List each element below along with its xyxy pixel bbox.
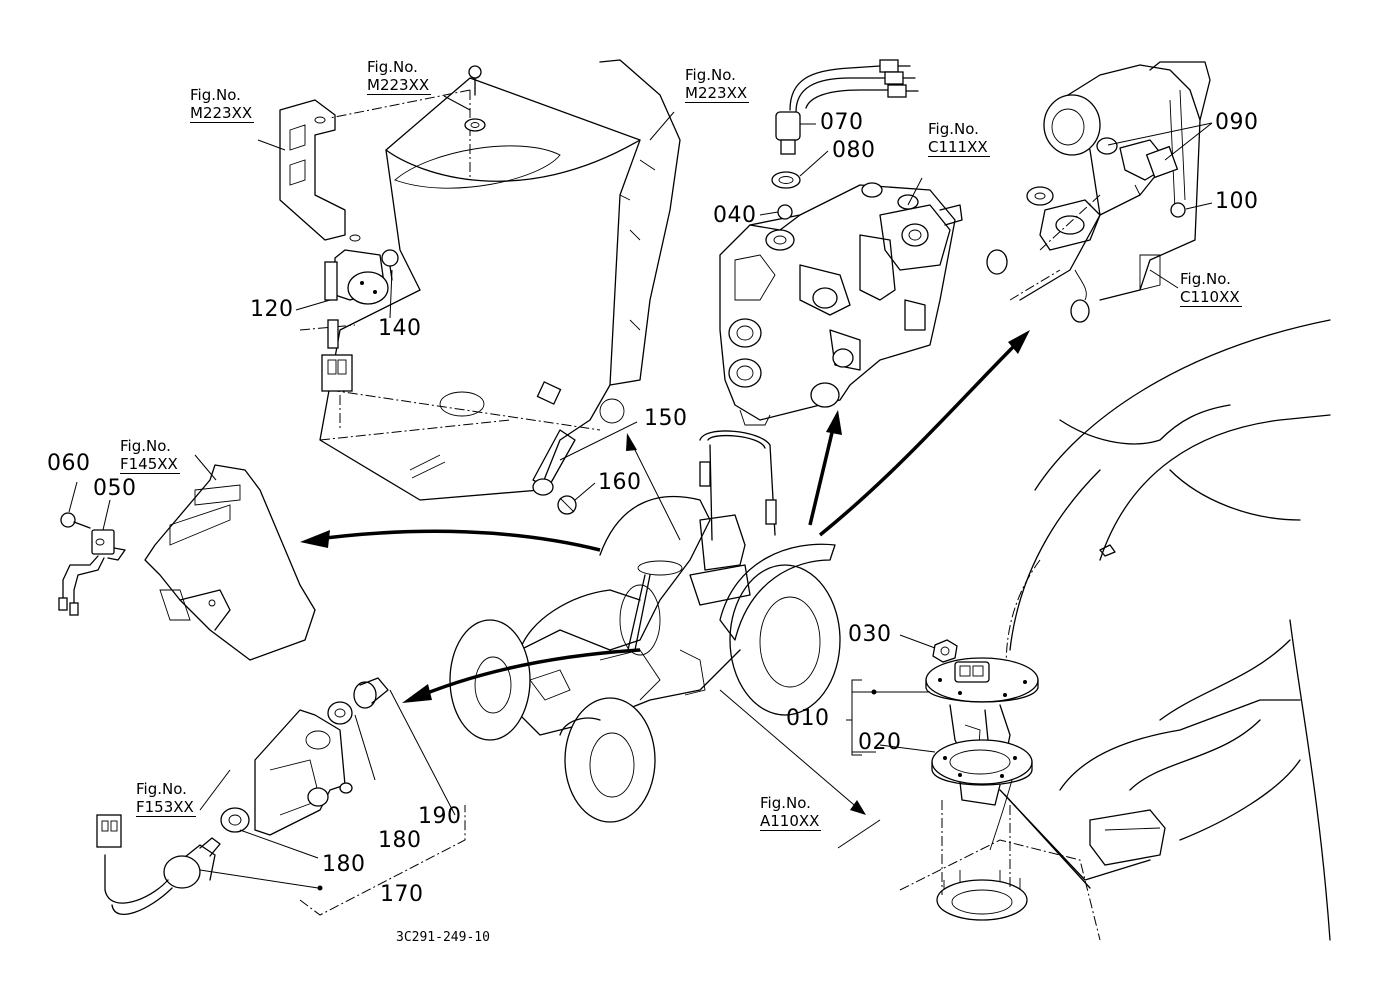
sensor-120-assembly	[279, 99, 399, 430]
part-label-100: 100	[1215, 189, 1259, 214]
fig-ref-m223-right: Fig.No. M223XX	[685, 66, 750, 103]
fig-ref-prefix: Fig.No.	[928, 120, 979, 138]
part-label-150: 150	[644, 406, 688, 431]
part-label-040: 040	[713, 203, 757, 228]
part-label-070: 070	[820, 110, 864, 135]
pressure-switch-070	[771, 59, 919, 220]
fig-ref-code: A110XX	[760, 812, 822, 831]
fig-ref-code: C110XX	[1180, 288, 1242, 307]
part-label-050: 050	[93, 476, 137, 501]
fig-ref-prefix: Fig.No.	[367, 58, 418, 76]
part-label-030: 030	[848, 622, 892, 647]
part-label-080: 080	[832, 138, 876, 163]
fig-ref-f153: Fig.No. F153XX	[136, 780, 196, 817]
speed-sensor-housing	[986, 61, 1211, 323]
fig-ref-prefix: Fig.No.	[685, 66, 736, 84]
part-label-090: 090	[1215, 110, 1259, 135]
fig-ref-c110: Fig.No. C110XX	[1180, 270, 1242, 307]
fig-ref-code: F145XX	[120, 455, 180, 474]
tractor	[449, 430, 841, 823]
pointer-arrows	[300, 330, 1030, 815]
part-label-140: 140	[378, 316, 422, 341]
valve-block-assembly	[719, 182, 963, 426]
fig-ref-prefix: Fig.No.	[136, 780, 187, 798]
fig-ref-code: C111XX	[928, 138, 990, 157]
part-label-160: 160	[598, 470, 642, 495]
clip-150-bolt-160	[532, 429, 577, 515]
fig-ref-prefix: Fig.No.	[1180, 270, 1231, 288]
part-label-180-upper: 180	[378, 828, 422, 853]
fuel-tank-assembly	[299, 59, 681, 501]
part-label-020: 020	[858, 730, 902, 755]
drawing-code: 3C291-249-10	[396, 930, 490, 945]
fig-ref-prefix: Fig.No.	[190, 86, 241, 104]
fuel-sender-assembly	[899, 319, 1331, 941]
part-label-170: 170	[380, 882, 424, 907]
fig-ref-prefix: Fig.No.	[120, 437, 171, 455]
part-label-180-lower: 180	[322, 852, 366, 877]
fig-ref-code: F153XX	[136, 798, 196, 817]
part-label-120: 120	[250, 297, 294, 322]
fig-ref-prefix: Fig.No.	[760, 794, 811, 812]
fig-ref-a110: Fig.No. A110XX	[760, 794, 822, 831]
part-label-060: 060	[47, 451, 91, 476]
part-label-190: 190	[418, 804, 462, 829]
switch-170-assembly	[96, 677, 389, 915]
switch-050-bracket	[58, 464, 316, 661]
fig-ref-m223-mid: Fig.No. M223XX	[367, 58, 432, 95]
fig-ref-f145: Fig.No. F145XX	[120, 437, 180, 474]
leader-lines	[68, 95, 1213, 916]
fig-ref-code: M223XX	[685, 84, 750, 103]
fig-ref-code: M223XX	[190, 104, 255, 123]
fig-ref-m223-left: Fig.No. M223XX	[190, 86, 255, 123]
fig-ref-c111: Fig.No. C111XX	[928, 120, 990, 157]
part-label-010: 010	[786, 706, 830, 731]
fig-ref-code: M223XX	[367, 76, 432, 95]
